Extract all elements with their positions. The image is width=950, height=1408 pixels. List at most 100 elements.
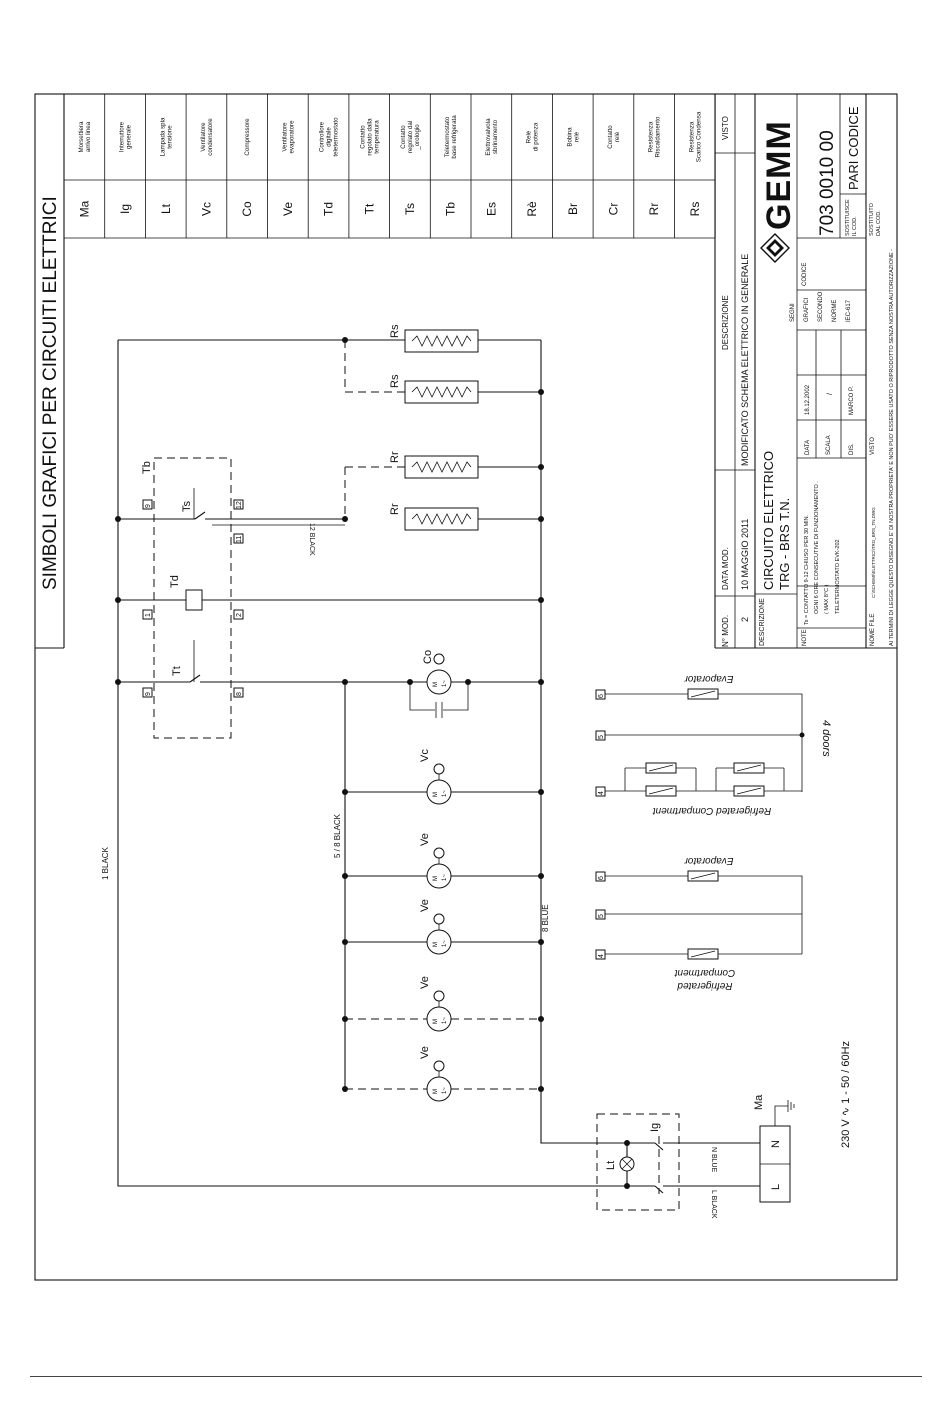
legend-desc: Ventilatore [281,122,288,152]
data-label: DATA [805,440,811,455]
nome-file-value: C:\SCHEMI\ELETTRICI\TRG_BRS_TN.DWG [871,507,876,598]
segni-5: IEC-617 [846,299,852,322]
terminal-6-a: 6 [598,694,605,698]
legend-desc: Riscaldamento [655,116,662,157]
legend-desc: Contatto [400,125,407,149]
legend-desc: evaporatore [288,120,295,154]
legend-desc: Scarico Condensa [695,111,702,162]
ma-label: Ma [753,1094,765,1110]
motor-phase-label: 1~ [442,1017,448,1024]
neutral-wire [540,340,597,1144]
terminal-4-a: 4 [598,791,605,795]
legend-desc: teletermostato [333,117,340,157]
legend-code: Lt [159,203,173,214]
legend-code: Tb [444,202,458,216]
wire-label-8-blue: 8 BLUE [541,904,550,932]
mod-number: 2 [740,617,750,622]
terminal-9-top: 9 [145,504,152,508]
wire-label-1-black: 1 BLACK [101,846,110,880]
wire-label-l-black: L BLACK [710,1190,717,1219]
mod-date: 10 MAGGIO 2011 [740,519,750,590]
legend-desc: regolato dalla [366,118,373,156]
legend-code: Vc [199,202,213,216]
tt-label: Tt [171,666,183,676]
sostituito-1: SOSTITUITO [869,202,875,236]
rr-label-1: Rr [389,451,401,463]
legend-desc: Elettrovalvola [485,118,492,156]
vc-label: Vc [419,749,431,762]
logo-text: GEMM [760,120,798,230]
col-datamod: DATA MOD. [721,547,730,590]
motor-m-label: M [433,942,439,947]
segni-1: SEGNI [790,303,796,322]
wire-label-5-8-black: 5 / 8 BLACK [333,813,342,858]
motor-phase-label: 1~ [442,940,448,947]
motor-phase-label: 1~ [442,680,448,687]
legend-desc: Lampada spia [159,117,166,156]
compressor-motor [426,653,452,695]
col-descrizione: DESCRIZIONE [721,295,730,350]
legend-code: Cr [606,203,620,216]
segni-4: NORME [832,300,838,322]
legend-desc: temperatura [373,120,380,154]
motor-m-label: M [433,1019,439,1024]
four-doors-label: 4 doors [820,720,832,757]
motor-phase-label: 1~ [442,1087,448,1094]
motor-phase-label: 1~ [442,874,448,881]
note-line-1: Ts = CONTATTO 9-12 CHIUSO PER 30 MIN. [804,514,810,625]
mod-description: MODIFICATO SCHEMA ELETTRICO IN GENERALE [740,254,750,466]
legend-desc: condensatore [207,118,214,156]
terminal-12: 12 [236,501,243,509]
nome-file-label: NOME FILE [870,614,876,646]
compartment-4-doors: 6 5 4 [595,673,832,816]
copyright-notice: AI TERMINI DI LEGGE QUESTO DISEGNO E' DI… [889,249,895,646]
note-line-4: TELETERMOSTATO EVK-202 [835,539,841,614]
legend-desc: Contatto [359,125,366,149]
terminal-4-b: 4 [598,954,605,958]
descrizione-label: DESCRIZIONE [759,598,766,646]
co-label: Co [422,650,434,664]
note-label: NOTE [802,629,808,646]
legend-desc: sbrinamento [492,119,499,154]
lt-label: Lt [605,1161,617,1170]
motor-phase-label: 1~ [442,790,448,797]
compartment-label: Compartment [673,967,735,978]
terminal-9-bottom: 9 [145,692,152,696]
rs-heater-1 [404,329,479,353]
legend-desc: regolato dal [407,121,414,153]
header-title-group: SIMBOLI GRAFICI PER CIRCUITI ELETTRICI [35,94,65,649]
rs-label-1: Rs [389,324,401,338]
legend-desc: tensione [166,125,173,149]
ve-label: Ve [419,1046,431,1059]
evaporator-label-2: Evaporator [684,855,734,866]
legend-code: Ig [118,204,132,214]
note-line-3: ( MAX 8°C ) [824,584,830,614]
terminal-n: N [770,1140,782,1148]
gemm-logo: GEMM [760,120,798,263]
legend-desc: _orologio [414,124,421,151]
refrigerated-compartment-label-1: Refrigerated Compartment [652,805,772,816]
wire-label-12-black: 12 BLACK [308,523,315,556]
codice-label: CODICE [802,263,808,286]
evaporator-label-1: Evaporator [684,673,734,684]
wire-label-n-blue: N BLUE [710,1147,717,1173]
drawing-title-1: CIRCUITO ELETTRICO [761,451,776,590]
dis-label: DIS. [849,443,855,455]
sostituisce-1: SOSTITUISCE [845,199,851,236]
scala-value: / [827,393,834,395]
supply-label: 230 V ∿ 1 - 50 / 60Hz [840,1041,852,1148]
thermostat-enclosure [153,457,232,739]
legend-desc: generale [126,124,133,149]
terminal-5-b: 5 [598,914,605,918]
motor-m-label: M [433,1089,439,1094]
note-line-2: OGNI 6 ORE CONSECUTIVE DI FUNZIONAMENTO … [814,481,820,614]
dis-value: MARCO P. [849,386,855,415]
